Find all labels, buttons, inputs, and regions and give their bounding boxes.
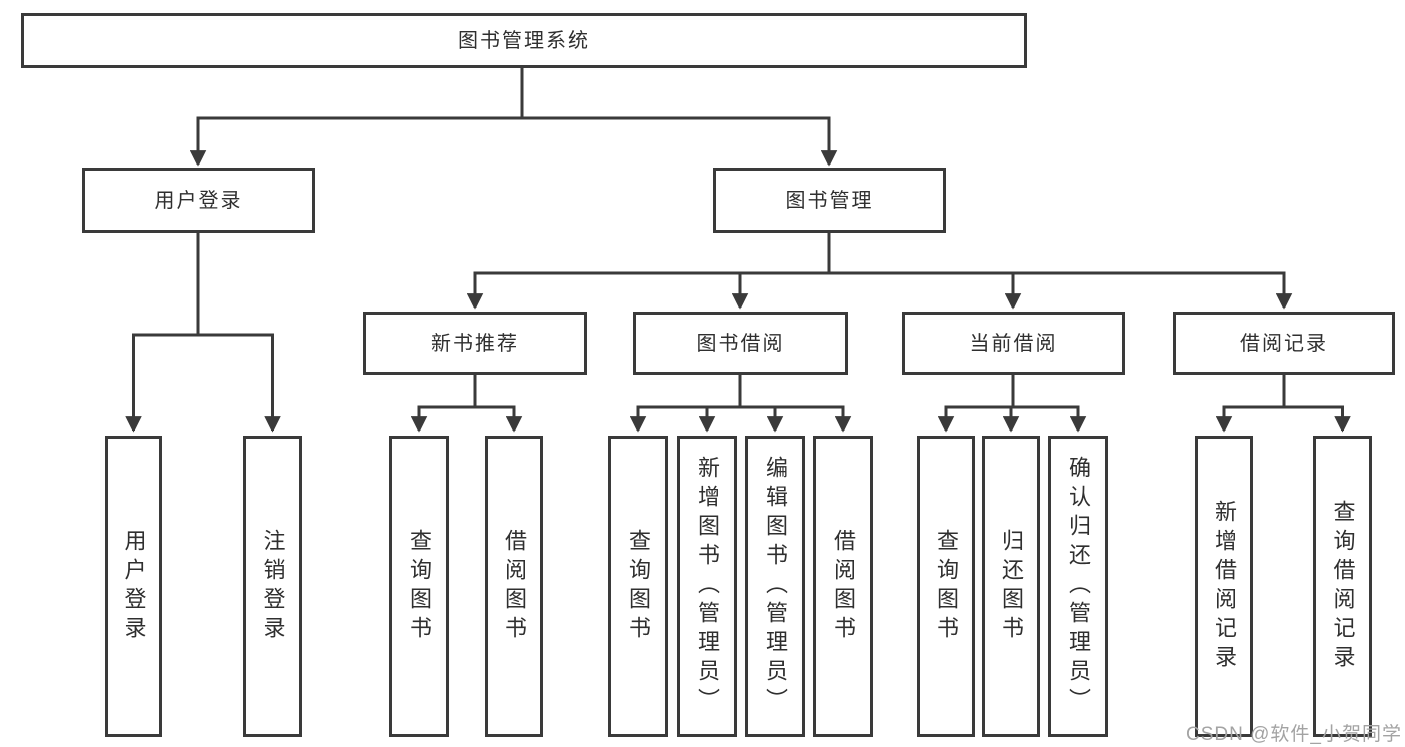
node-user-login: 用户登录: [82, 168, 315, 233]
node-root: 图书管理系统: [21, 13, 1027, 68]
leaf-borrow-books-borrowing-label: 借阅图书: [831, 528, 856, 645]
node-book-borrowing-label: 图书借阅: [696, 332, 785, 355]
leaf-confirm-return-admin: 确认归还（管理员）: [1048, 436, 1108, 737]
leaf-query-borrow-record: 查询借阅记录: [1313, 436, 1372, 737]
leaf-edit-books-admin: 编辑图书（管理员）: [745, 436, 805, 737]
leaf-user-login-label: 用户登录: [121, 528, 147, 645]
leaf-borrow-books-recommend-label: 借阅图书: [502, 528, 527, 645]
leaf-add-books-admin-label: 新增图书（管理员）: [695, 456, 720, 717]
node-borrowing-records: 借阅记录: [1173, 312, 1395, 375]
leaf-add-borrow-record: 新增借阅记录: [1195, 436, 1253, 737]
leaf-add-borrow-record-label: 新增借阅记录: [1212, 499, 1237, 674]
node-current-borrowing: 当前借阅: [902, 312, 1125, 375]
leaf-confirm-return-admin-label: 确认归还（管理员）: [1066, 456, 1091, 717]
node-new-book-recommend: 新书推荐: [363, 312, 587, 375]
leaf-query-books-current: 查询图书: [917, 436, 975, 737]
leaf-return-books-label: 归还图书: [999, 528, 1024, 645]
leaf-query-borrow-record-label: 查询借阅记录: [1330, 499, 1356, 674]
leaf-user-login: 用户登录: [105, 436, 162, 737]
node-book-management-label: 图书管理: [785, 189, 874, 212]
leaf-query-books-recommend-label: 查询图书: [407, 528, 432, 645]
leaf-query-books-borrowing: 查询图书: [608, 436, 668, 737]
leaf-logout-label: 注销登录: [260, 528, 286, 645]
leaf-return-books: 归还图书: [982, 436, 1040, 737]
node-book-borrowing: 图书借阅: [633, 312, 848, 375]
node-current-borrowing-label: 当前借阅: [969, 332, 1058, 355]
leaf-query-books-recommend: 查询图书: [389, 436, 449, 737]
node-root-label: 图书管理系统: [458, 29, 590, 52]
node-book-management: 图书管理: [713, 168, 946, 233]
leaf-edit-books-admin-label: 编辑图书（管理员）: [763, 456, 788, 717]
leaf-borrow-books-borrowing: 借阅图书: [813, 436, 873, 737]
node-new-book-recommend-label: 新书推荐: [431, 332, 519, 355]
leaf-query-books-current-label: 查询图书: [934, 528, 959, 645]
node-borrowing-records-label: 借阅记录: [1240, 332, 1328, 355]
node-user-login-label: 用户登录: [154, 189, 243, 212]
leaf-query-books-borrowing-label: 查询图书: [626, 528, 651, 645]
leaf-logout: 注销登录: [243, 436, 302, 737]
leaf-borrow-books-recommend: 借阅图书: [485, 436, 543, 737]
watermark: CSDN @软件_小贺同学: [1186, 724, 1402, 745]
leaf-add-books-admin: 新增图书（管理员）: [677, 436, 737, 737]
